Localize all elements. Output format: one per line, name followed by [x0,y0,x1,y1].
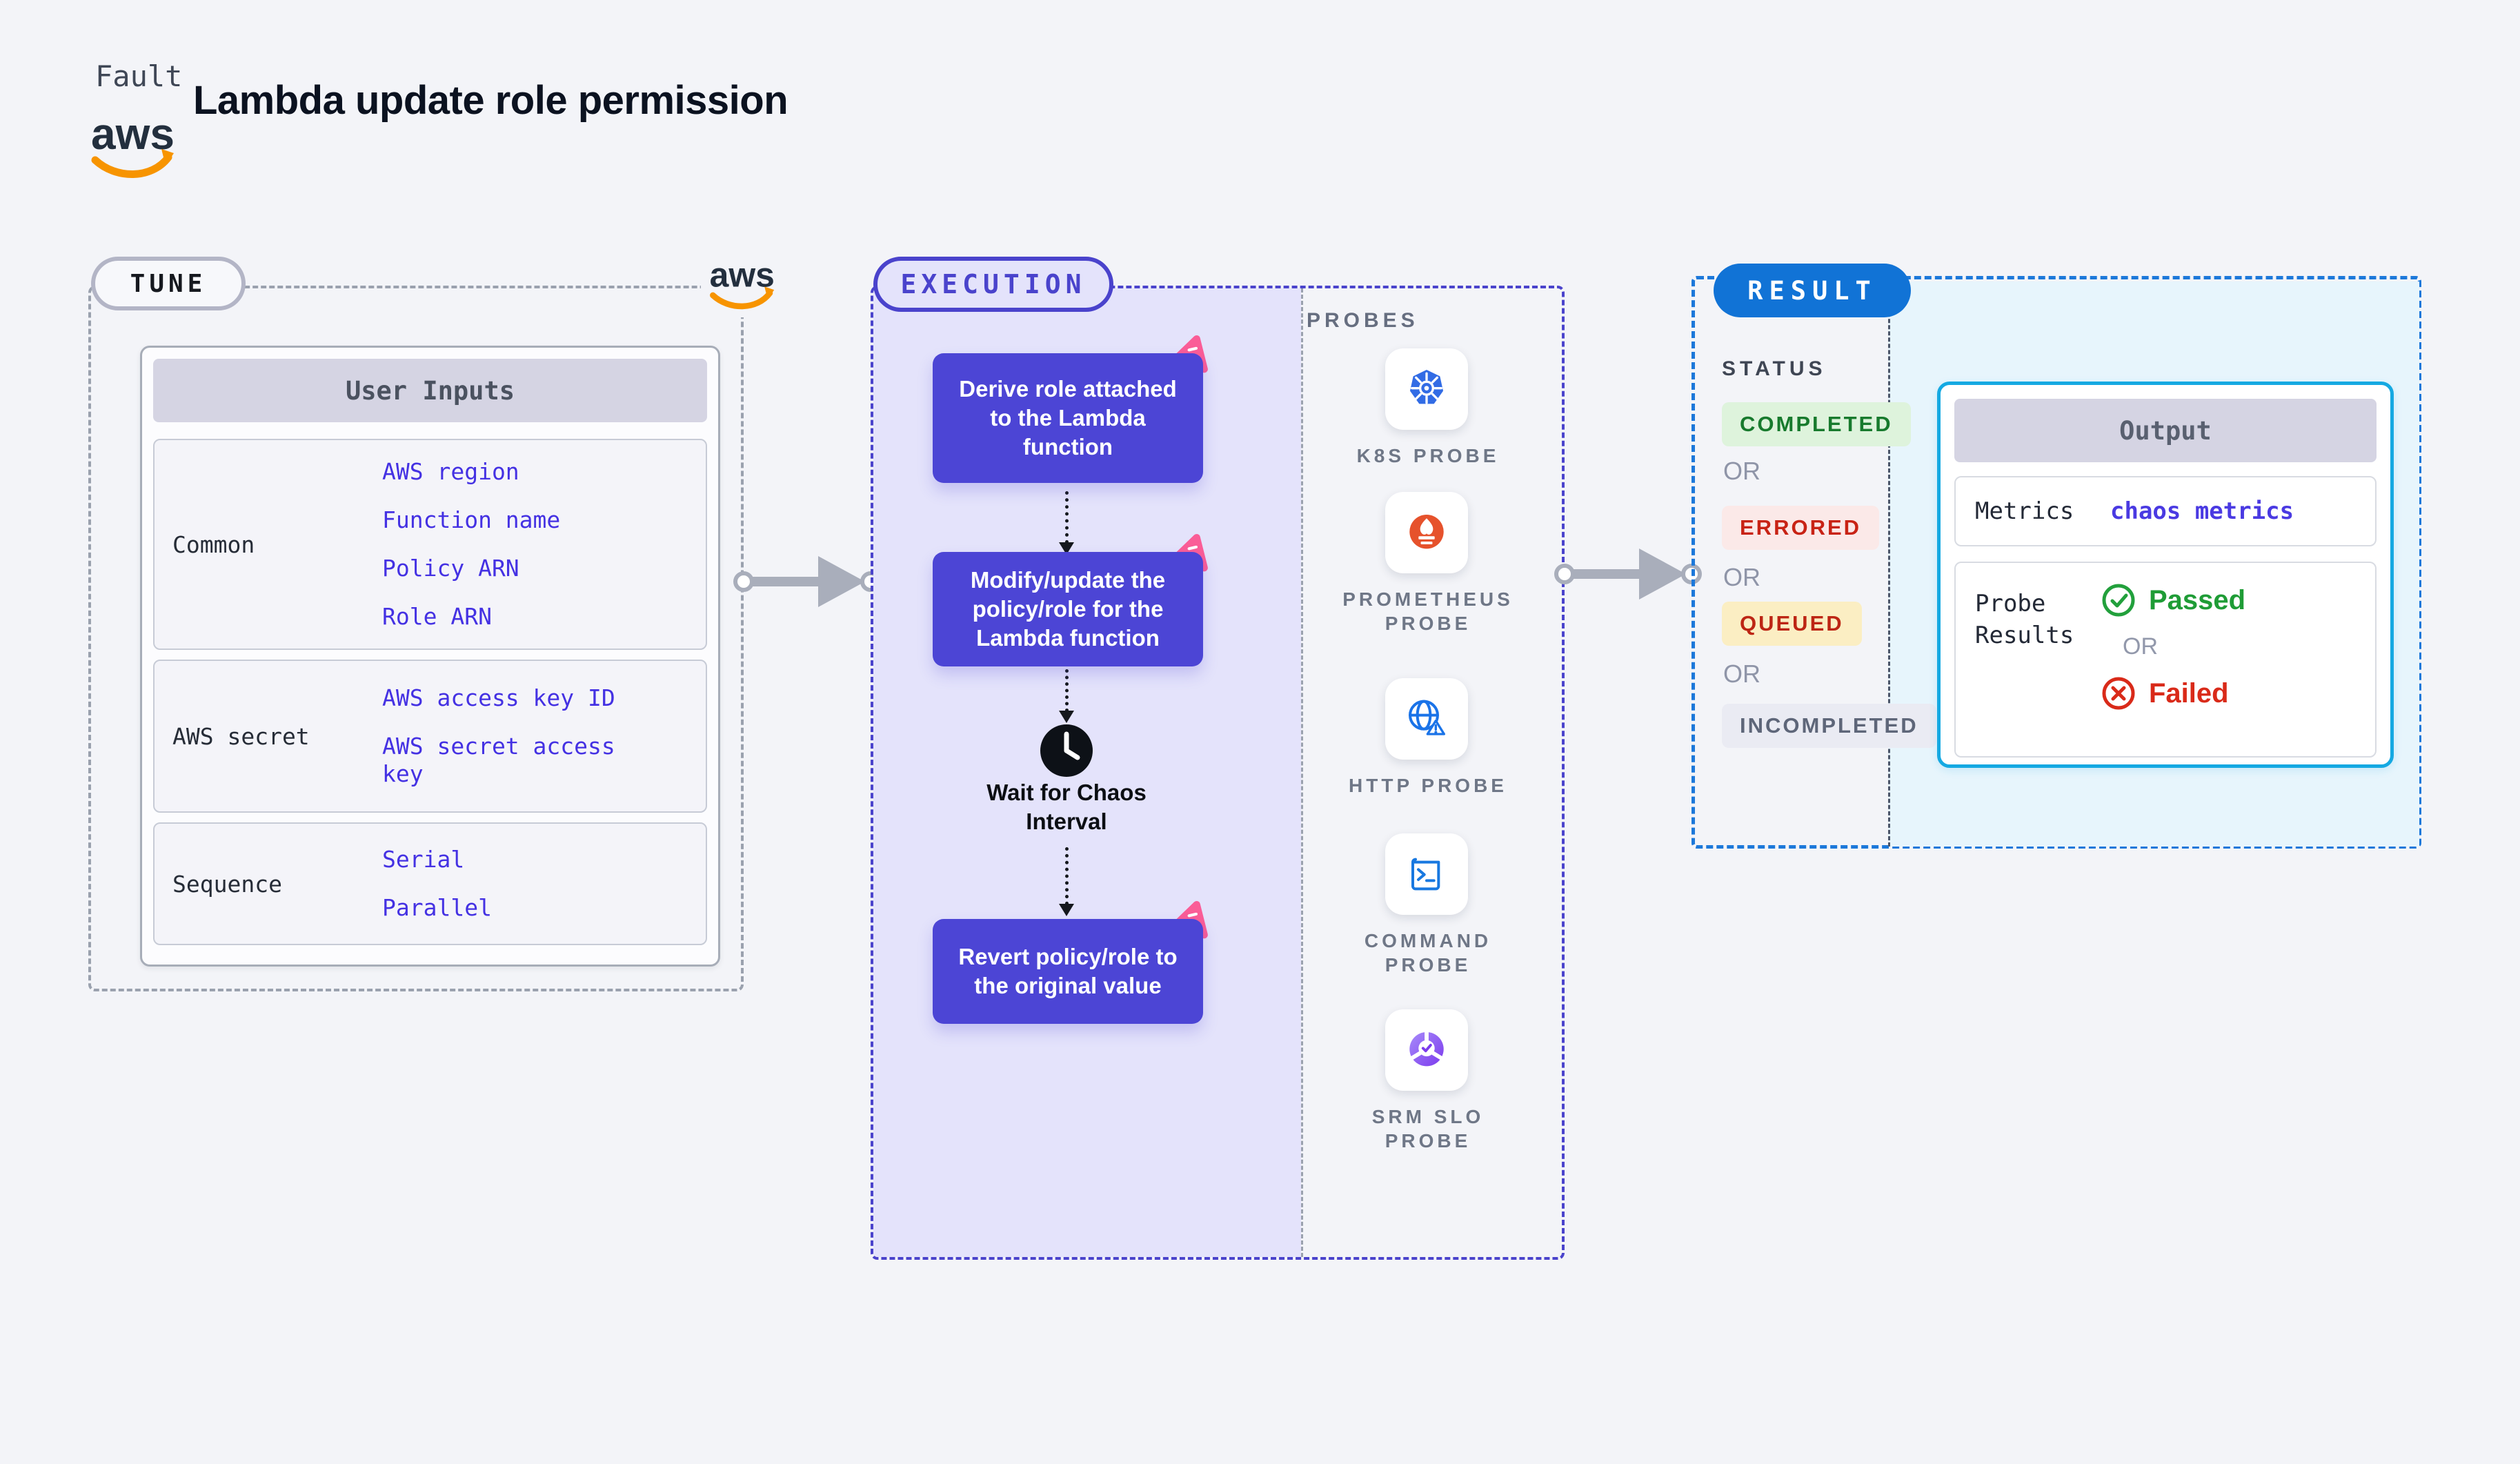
link-aws-secret-access-key[interactable]: AWS secret access key [382,733,615,787]
probe-label-prometheus: PROMETHEUS PROBE [1342,588,1514,634]
probe-label-http: HTTP PROBE [1349,775,1507,796]
link-parallel[interactable]: Parallel [382,894,492,921]
flow-arrowhead [1059,711,1074,723]
status-badge-incompleted: INCOMPLETED [1722,704,1936,748]
probe-results-row: Probe Results Passed OR Failed [1954,562,2377,758]
step-modify-policy: Modify/update the policy/role for the La… [933,533,1208,666]
probe-results-label: Probe Results [1975,590,2074,649]
row-label: AWS secret [172,722,310,750]
terminal-icon [1411,858,1440,891]
svg-text:aws: aws [91,109,175,159]
user-inputs-table: User Inputs Common AWS region Function n… [140,346,720,967]
flow-connector [1065,491,1069,544]
or-separator: OR [2123,633,2158,660]
flow-connector [1065,669,1069,712]
row-links: AWS region Function name Policy ARN Role… [382,440,665,649]
probe-label-srm-slo: SRM SLO PROBE [1371,1106,1485,1151]
passed-label: Passed [2149,584,2246,615]
metrics-row: Metrics chaos metrics [1954,476,2377,546]
result-badge: RESULT [1714,264,1911,317]
svg-text:aws: aws [710,255,775,294]
table-row-common: Common AWS region Function name Policy A… [153,439,707,650]
probe-tile-k8s [1385,348,1468,430]
user-inputs-title: User Inputs [153,359,707,422]
row-links: Serial Parallel [382,824,665,944]
output-card: Output Metrics chaos metrics Probe Resul… [1937,382,2394,768]
probe-result-failed: Failed [2101,675,2375,711]
arrow-execution-to-result [1554,548,1702,600]
check-circle-icon [2102,584,2135,617]
step-revert-policy: Revert policy/role to the original value [933,900,1208,1024]
aws-logo: aws [88,103,179,188]
output-title: Output [1954,399,2377,462]
tune-badge: TUNE [91,257,246,310]
table-row-sequence: Sequence Serial Parallel [153,822,707,945]
aws-logo-tune: aws [701,248,785,317]
arrow-tune-to-execution [733,556,881,607]
globe-warning-icon [1409,700,1446,735]
probe-tile-prometheus [1385,492,1468,573]
or-separator: OR [1723,457,1760,485]
link-function-name[interactable]: Function name [382,506,561,533]
flow-connector [1065,847,1069,905]
clock-icon [1040,724,1093,777]
prometheus-icon [1409,515,1444,549]
fault-eyebrow-label: Fault [95,59,183,93]
or-separator: OR [1723,660,1760,688]
probe-result-passed: Passed [2101,582,2375,618]
probe-tile-srm-slo [1385,1009,1468,1091]
flow-arrowhead [1059,904,1074,916]
step-derive-role: Derive role attached to the Lambda funct… [933,335,1208,483]
page-title: Lambda update role permission [193,78,788,123]
execution-probes-divider [1301,288,1303,1257]
probe-tile-http [1385,678,1468,760]
probe-tile-command [1385,833,1468,915]
execution-badge: EXECUTION [873,257,1113,312]
probe-results-values: Passed OR Failed [2101,563,2375,756]
wait-node [1039,723,1094,782]
failed-label: Failed [2149,677,2229,709]
kubernetes-icon [1410,370,1443,404]
status-badge-queued: QUEUED [1722,602,1862,646]
probes-title: PROBES [1307,309,1419,332]
step-box: Derive role attached to the Lambda funct… [933,353,1203,483]
probe-label-k8s: K8S PROBE [1356,445,1500,466]
link-role-arn[interactable]: Role ARN [382,603,492,630]
step-box: Revert policy/role to the original value [933,919,1203,1024]
aws-logo-icon: aws [710,255,775,310]
wait-label: Wait for Chaos Interval [986,780,1147,834]
tune-region [88,286,744,991]
x-circle-icon [2102,677,2135,710]
aws-logo-icon: aws [91,109,175,178]
flow-arrowhead [1059,542,1074,555]
or-separator: OR [1723,563,1760,591]
metrics-label: Metrics [1975,497,2074,525]
row-label: Sequence [172,870,282,898]
status-badge-completed: COMPLETED [1722,402,1911,446]
chaos-metrics-link[interactable]: chaos metrics [2110,497,2294,525]
link-aws-region[interactable]: AWS region [382,458,519,485]
link-aws-access-key-id[interactable]: AWS access key ID [382,684,615,711]
probe-label-command: COMMAND PROBE [1364,930,1492,976]
row-links: AWS access key ID AWS secret access key [382,661,665,811]
link-policy-arn[interactable]: Policy ARN [382,555,519,582]
link-serial[interactable]: Serial [382,846,465,873]
slo-pie-check-icon [1409,1030,1444,1067]
table-row-aws-secret: AWS secret AWS access key ID AWS secret … [153,660,707,813]
step-box: Modify/update the policy/role for the La… [933,552,1203,666]
row-label: Common [172,531,255,558]
status-badge-errored: ERRORED [1722,506,1880,550]
status-title: STATUS [1722,357,1827,380]
